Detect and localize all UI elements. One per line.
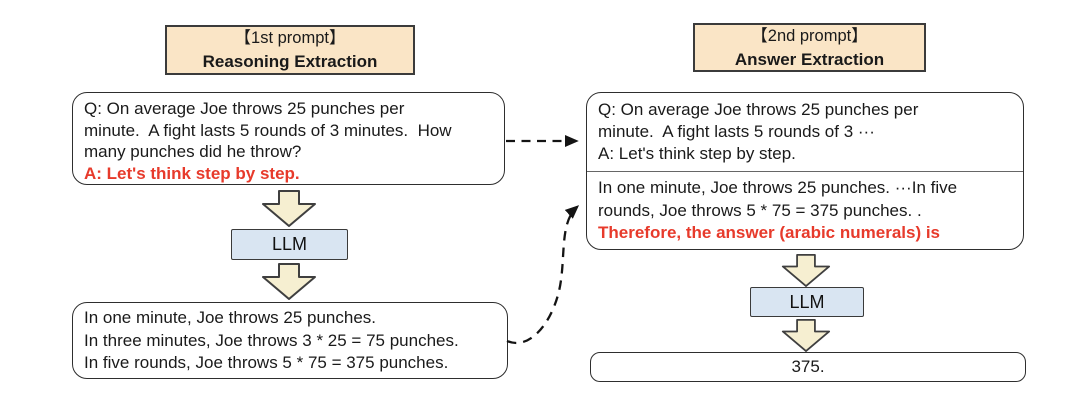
- down-arrow-icon: [262, 263, 316, 300]
- reasoning-section: In one minute, Joe throws 25 punches. ··…: [587, 172, 1023, 250]
- reasoning-output-box: In one minute, Joe throws 25 punches. In…: [72, 302, 508, 379]
- llm-label: LLM: [789, 291, 825, 312]
- question-text-line: A: Let's think step by step.: [598, 144, 796, 163]
- reasoning-text-line: In one minute, Joe throws 25 punches. ··…: [598, 178, 958, 197]
- llm-label: LLM: [271, 234, 307, 254]
- reasoning-text-line: rounds, Joe throws 5 * 75 = 375 punches.…: [598, 200, 922, 220]
- llm-box: LLM: [231, 229, 348, 260]
- down-arrow-icon: [781, 254, 831, 287]
- question-section: Q: On average Joe throws 25 punches per …: [587, 93, 1023, 172]
- reasoning-text-line: In five rounds, Joe throws 5 * 75 = 375 …: [84, 353, 449, 372]
- answer-extraction-title: Answer Extraction: [734, 49, 885, 69]
- question-text-line: Q: On average Joe throws 25 punches per: [84, 99, 405, 118]
- reasoning-text-line: In one minute, Joe throws 25 punches.: [84, 308, 377, 327]
- first-prompt-header: 【1st prompt】 Reasoning Extraction: [165, 25, 415, 75]
- down-arrow-icon: [781, 319, 831, 352]
- llm-box-2: LLM: [750, 287, 864, 317]
- question-text-line: minute. A fight lasts 5 rounds of 3 ···: [598, 122, 875, 141]
- question-text-line: minute. A fight lasts 5 rounds of 3 minu…: [84, 120, 452, 140]
- question-prompt-box: Q: On average Joe throws 25 punches per …: [72, 92, 505, 185]
- second-prompt-label: 【2nd prompt】: [751, 26, 868, 45]
- first-prompt-label: 【1st prompt】: [234, 29, 346, 47]
- final-answer-box: 375.: [590, 352, 1026, 382]
- reasoning-text-line: In three minutes, Joe throws 3 * 25 = 75…: [84, 330, 459, 350]
- question-text-line: Q: On average Joe throws 25 punches per: [598, 100, 919, 119]
- second-prompt-header: 【2nd prompt】 Answer Extraction: [693, 23, 926, 72]
- answer-prompt-box: Q: On average Joe throws 25 punches per …: [586, 92, 1024, 250]
- reasoning-extraction-title: Reasoning Extraction: [202, 52, 378, 71]
- dashed-curved-arrow-icon: [506, 205, 580, 344]
- cot-trigger-text: A: Let's think step by step.: [84, 163, 300, 183]
- answer-trigger-text: Therefore, the answer (arabic numerals) …: [598, 223, 941, 242]
- down-arrow-icon: [262, 190, 316, 227]
- question-text-line: many punches did he throw?: [84, 142, 302, 161]
- final-answer-text: 375.: [791, 357, 825, 376]
